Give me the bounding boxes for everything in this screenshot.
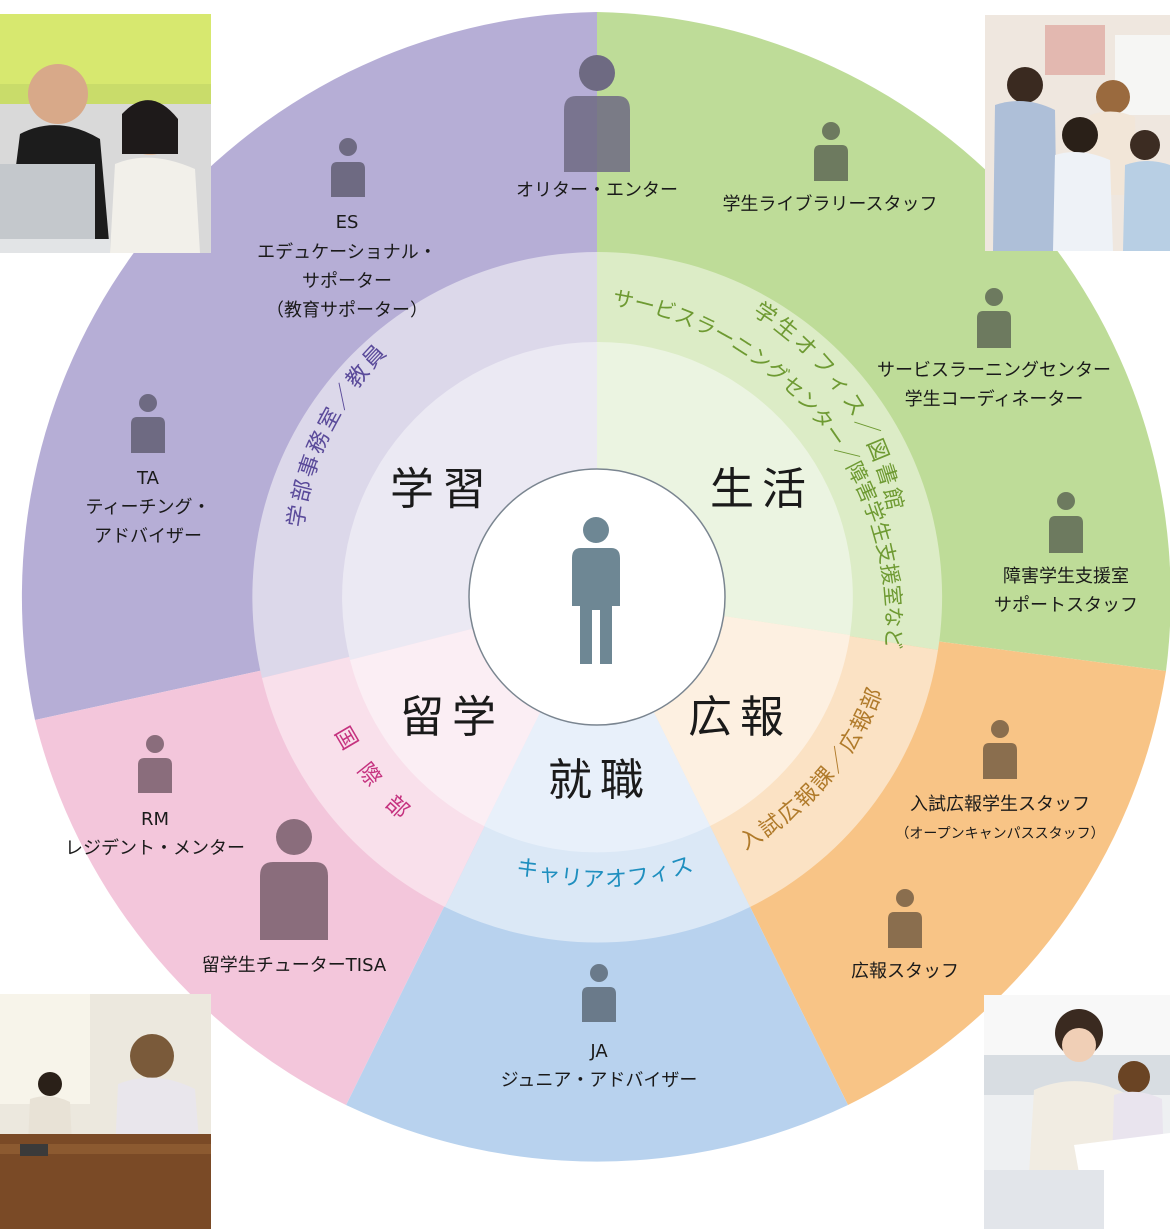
sector-label-career: 就職: [548, 755, 652, 806]
staff-library-label: 学生ライブラリースタッフ: [722, 193, 937, 215]
staff-admissions-line1: 入試広報学生スタッフ: [910, 794, 1090, 815]
staff-pr-label: 広報スタッフ: [851, 961, 959, 982]
person-icon: [888, 889, 922, 948]
staff-ta-line2: ティーチング・: [86, 497, 211, 518]
person-icon: [260, 819, 328, 940]
staff-es-line1: ES: [336, 212, 359, 233]
photo-laptop-tutoring: [0, 14, 211, 253]
photo-meeting-table: [0, 994, 211, 1229]
sector-label-life: 生活: [710, 464, 814, 515]
sector-label-pr: 広報: [688, 692, 792, 743]
photo-students-group: [985, 15, 1170, 251]
person-icon: [582, 964, 616, 1022]
staff-admissions-sub: （オープンキャンパススタッフ）: [895, 826, 1104, 842]
staff-ja-line2: ジュニア・アドバイザー: [501, 1070, 698, 1091]
staff-es-line4: （教育サポーター）: [266, 300, 428, 321]
staff-slc-line2: 学生コーディネーター: [905, 389, 1084, 410]
staff-ja-line1: JA: [589, 1041, 608, 1062]
staff-slc-line1: サービスラーニングセンター: [877, 360, 1111, 381]
person-icon: [138, 735, 172, 793]
staff-es-line2: エデュケーショナル・: [257, 242, 437, 263]
photo-classroom-study: [984, 995, 1170, 1229]
person-icon: [814, 122, 848, 181]
person-icon: [977, 288, 1011, 348]
staff-ta-line1: TA: [136, 468, 160, 489]
staff-ta-line3: アドバイザー: [94, 526, 202, 547]
staff-oriter-label: オリター・エンター: [516, 180, 678, 201]
person-icon: [564, 55, 630, 172]
person-icon: [131, 394, 165, 453]
center-person-icon: [572, 517, 620, 664]
person-icon: [983, 720, 1017, 779]
person-icon: [1049, 492, 1083, 553]
sector-label-study: 学習: [390, 464, 494, 515]
staff-disability-line2: サポートスタッフ: [994, 595, 1138, 616]
staff-rm-line1: RM: [141, 809, 169, 830]
staff-tisa-label: 留学生チューターTISA: [202, 955, 387, 976]
staff-rm-line2: レジデント・メンター: [65, 838, 245, 859]
person-icon: [331, 138, 365, 197]
staff-disability-line1: 障害学生支援室: [1003, 566, 1129, 587]
sector-label-abroad: 留学: [400, 692, 504, 743]
staff-es-line3: サポーター: [302, 271, 392, 292]
